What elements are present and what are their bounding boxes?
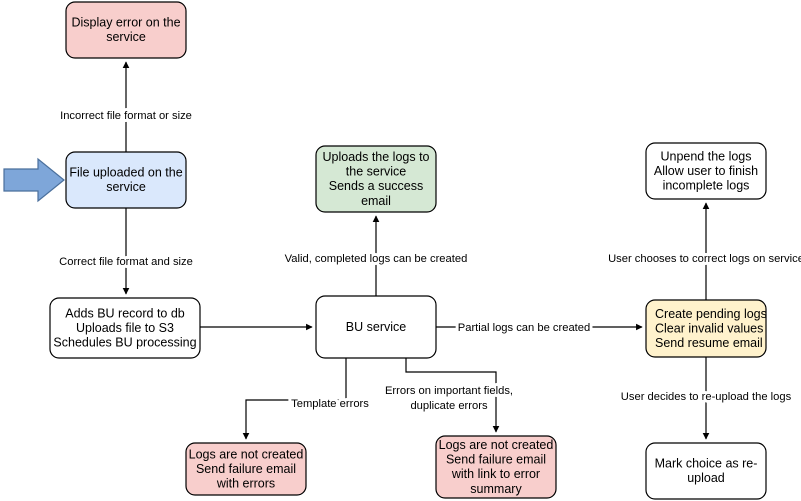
node-label-display-error-line-0: Display error on the (71, 16, 180, 30)
edge-valid-completed-logs-can-be-created-label-halo: Valid, completed logs can be created (285, 253, 468, 265)
node-box-create-pending-logs[interactable] (645, 299, 767, 358)
node-mark-choice-as-re-upload[interactable]: Mark choice as re-upload (645, 442, 767, 500)
edge-errors-on-important-fields-duplicate-errors-label2-halo: duplicate errors (410, 400, 488, 412)
node-box-display-error[interactable] (65, 1, 187, 59)
node-label-uploads-logs-line-3: email (361, 194, 391, 208)
node-label-create-pending-logs-line-2: Send resume email (655, 336, 763, 350)
edge-partial-logs-can-be-created-label-halo: Partial logs can be created (458, 322, 590, 334)
node-label-adds-bu-record-line-2: Schedules BU processing (53, 336, 196, 350)
node-label-unpend-logs-line-0: Unpend the logs (660, 149, 751, 163)
node-label-adds-bu-record-line-1: Uploads file to S3 (76, 321, 174, 335)
node-box-bu-service[interactable] (315, 295, 437, 359)
node-label-file-uploaded-line-0: File uploaded on the (69, 166, 182, 180)
node-label-uploads-logs-line-0: Uploads the logs to (322, 150, 429, 164)
node-label-logs-not-created-errors-line-0: Logs are not created (189, 447, 304, 461)
start-arrow-into-file-upload (3, 157, 65, 203)
node-label-logs-not-created-link-line-2: with link to error (451, 467, 540, 481)
edge-user-decides-to-re-upload-the-logs-label-halo: User decides to re-upload the logs (621, 391, 792, 403)
edge-errors-on-important-fields-duplicate-errors-label2: duplicate errors (410, 400, 488, 412)
node-box-logs-not-created-link[interactable] (435, 435, 557, 499)
node-label-logs-not-created-link-line-0: Logs are not created (439, 438, 554, 452)
edge-errors-on-important-fields-duplicate-errors: Errors on important fields,Errors on imp… (382, 358, 516, 433)
node-box-adds-bu-record[interactable] (49, 297, 201, 359)
edge-errors-on-important-fields-duplicate-errors-line (405, 358, 500, 433)
node-box-unpend-logs[interactable] (645, 142, 767, 200)
edge-valid-completed-logs-can-be-created: Valid, completed logs can be createdVali… (282, 215, 470, 296)
edge-user-chooses-to-correct-logs-on-service-label: User chooses to correct logs on service (608, 253, 801, 265)
edge-user-decides-to-re-upload-the-logs-label: User decides to re-upload the logs (621, 391, 792, 403)
edge-correct-file-format-and-size-label-halo: Correct file format and size (59, 256, 193, 268)
node-label-mark-choice-line-1: upload (687, 471, 725, 485)
edge-valid-completed-logs-can-be-created-label: Valid, completed logs can be created (285, 253, 468, 265)
edge-correct-file-format-and-size-label: Correct file format and size (59, 256, 193, 268)
edge-errors-on-important-fields-duplicate-errors-label: Errors on important fields, (385, 385, 513, 397)
node-box-uploads-logs[interactable] (315, 145, 437, 213)
start-arrow-layer (3, 157, 65, 203)
node-label-bu-service-line-0: BU service (346, 320, 406, 334)
node-box-file-uploaded[interactable] (65, 151, 187, 209)
node-label-mark-choice-line-0: Mark choice as re- (655, 457, 758, 471)
node-box-logs-not-created-errors[interactable] (185, 442, 307, 496)
edge-user-chooses-to-correct-logs-on-service: User chooses to correct logs on serviceU… (605, 202, 801, 300)
node-label-uploads-logs-line-1: the service (346, 165, 406, 179)
edge-template-errors-label: Template errors (291, 398, 369, 410)
node-label-display-error-line-1: service (106, 30, 146, 44)
node-label-create-pending-logs-line-1: Clear invalid values (655, 321, 763, 335)
node-label-file-uploaded-line-1: service (106, 180, 146, 194)
node-label-unpend-logs-line-2: incomplete logs (663, 179, 750, 193)
edge-user-chooses-to-correct-logs-on-service-label-halo: User chooses to correct logs on service (608, 253, 801, 265)
edge-incorrect-file-format-or-size-label-halo: Incorrect file format or size (60, 110, 192, 122)
node-label-uploads-logs-line-2: Sends a success (329, 179, 424, 193)
edge-errors-on-important-fields-duplicate-errors-label-halo: Errors on important fields, (385, 385, 513, 397)
node-label-logs-not-created-errors-line-1: Send failure email (196, 462, 296, 476)
node-label-create-pending-logs-line-0: Create pending logs (655, 307, 767, 321)
node-bu-service[interactable]: BU service (315, 295, 437, 359)
edge-partial-logs-can-be-created-label: Partial logs can be created (458, 322, 590, 334)
node-label-adds-bu-record-line-0: Adds BU record to db (65, 306, 185, 320)
node-label-logs-not-created-link-line-3: summary (470, 482, 522, 496)
node-label-logs-not-created-link-line-1: Send failure email (446, 453, 546, 467)
edge-incorrect-file-format-or-size-label: Incorrect file format or size (60, 110, 192, 122)
node-box-mark-choice[interactable] (645, 442, 767, 500)
edge-template-errors-line (242, 358, 347, 440)
node-label-logs-not-created-errors-line-2: with errors (216, 477, 275, 491)
edge-template-errors-label-halo: Template errors (291, 398, 369, 410)
node-label-unpend-logs-line-1: Allow user to finish (654, 164, 758, 178)
